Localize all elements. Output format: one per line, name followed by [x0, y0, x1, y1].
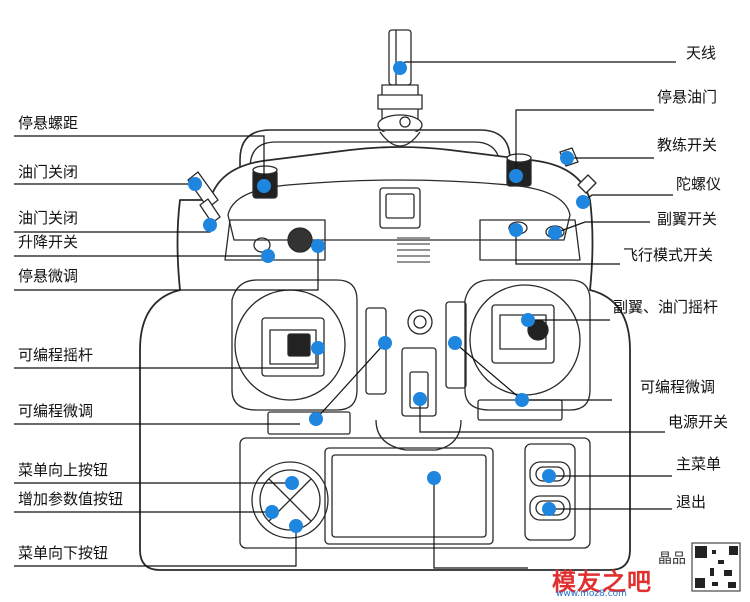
label-fuyi-youmen-yaogan: 副翼、油门摇杆: [613, 298, 719, 316]
dpad: [251, 461, 329, 539]
marker-aileron-throttle-stick: [521, 313, 535, 327]
watermark-url: www.moz8.com: [556, 589, 627, 599]
label-kebiancheng-yaogan: 可编程摇杆: [18, 346, 94, 364]
marker-elevator: [261, 249, 275, 263]
label-tuichu: 退出: [676, 493, 707, 511]
label-caidan-xiangshang: 菜单向上按钮: [18, 461, 109, 479]
label-tuoluoyi: 陀螺仪: [676, 175, 722, 193]
watermark-partial: 晶品: [658, 551, 686, 567]
label-youmen-guanbi-1: 油门关闭: [18, 163, 79, 181]
marker-menu: [542, 469, 556, 483]
marker-exit: [542, 502, 556, 516]
marker-prog-stick: [311, 341, 325, 355]
marker-trim-right-v: [448, 336, 462, 350]
markers: [188, 61, 590, 533]
marker-increase: [265, 505, 279, 519]
label-dianyuan-kaiguan: 电源开关: [668, 413, 729, 431]
label-kebiancheng-weitiao-r: 可编程微调: [640, 378, 716, 396]
marker-throttle-cut-1: [188, 177, 202, 191]
marker-trainer: [560, 151, 574, 165]
label-tingxuan-luoju: 停悬螺距: [18, 114, 79, 132]
marker-power: [413, 392, 427, 406]
label-zengjia-canshu: 增加参数值按钮: [18, 490, 124, 508]
label-tingxuan-youmen: 停悬油门: [657, 88, 718, 106]
marker-hover-trim: [311, 239, 325, 253]
label-jiaolian-kaiguan: 教练开关: [657, 136, 718, 154]
label-zhu-caidan: 主菜单: [676, 455, 722, 473]
top-display: [379, 187, 421, 229]
label-feixing-moshi: 飞行模式开关: [623, 246, 714, 264]
marker-aileron-switch: [548, 226, 562, 240]
label-shengjiang-kaiguan: 升降开关: [18, 233, 79, 251]
label-tingxuan-weitiao: 停悬微调: [18, 267, 79, 285]
marker-lcd: [427, 471, 441, 485]
watermark-brand: 模友之吧: [552, 568, 652, 596]
label-youmen-guanbi-2: 油门关闭: [18, 209, 79, 227]
label-kebiancheng-weitiao-l: 可编程微调: [18, 402, 94, 420]
handle: [239, 129, 511, 280]
marker-menu-down: [289, 519, 303, 533]
label-fuyi-kaiguan: 副翼开关: [657, 210, 718, 228]
label-caidan-xiangxia: 菜单向下按钮: [18, 544, 109, 562]
label-tianxian: 天线: [686, 44, 717, 62]
qr-code-watermark: [691, 542, 741, 592]
antenna: [377, 29, 423, 147]
lcd-screen: [324, 447, 494, 545]
marker-pitch: [257, 179, 271, 193]
marker-prog-trim-l: [309, 412, 323, 426]
marker-menu-up: [285, 476, 299, 490]
marker-prog-trim-l-v: [378, 336, 392, 350]
marker-trim-right: [515, 393, 529, 407]
lower-panel: [239, 437, 591, 549]
marker-flight-mode: [509, 223, 523, 237]
marker-antenna: [393, 61, 407, 75]
marker-throttle-cut-2: [203, 218, 217, 232]
marker-gyro: [576, 195, 590, 209]
marker-hover-throttle: [509, 169, 523, 183]
